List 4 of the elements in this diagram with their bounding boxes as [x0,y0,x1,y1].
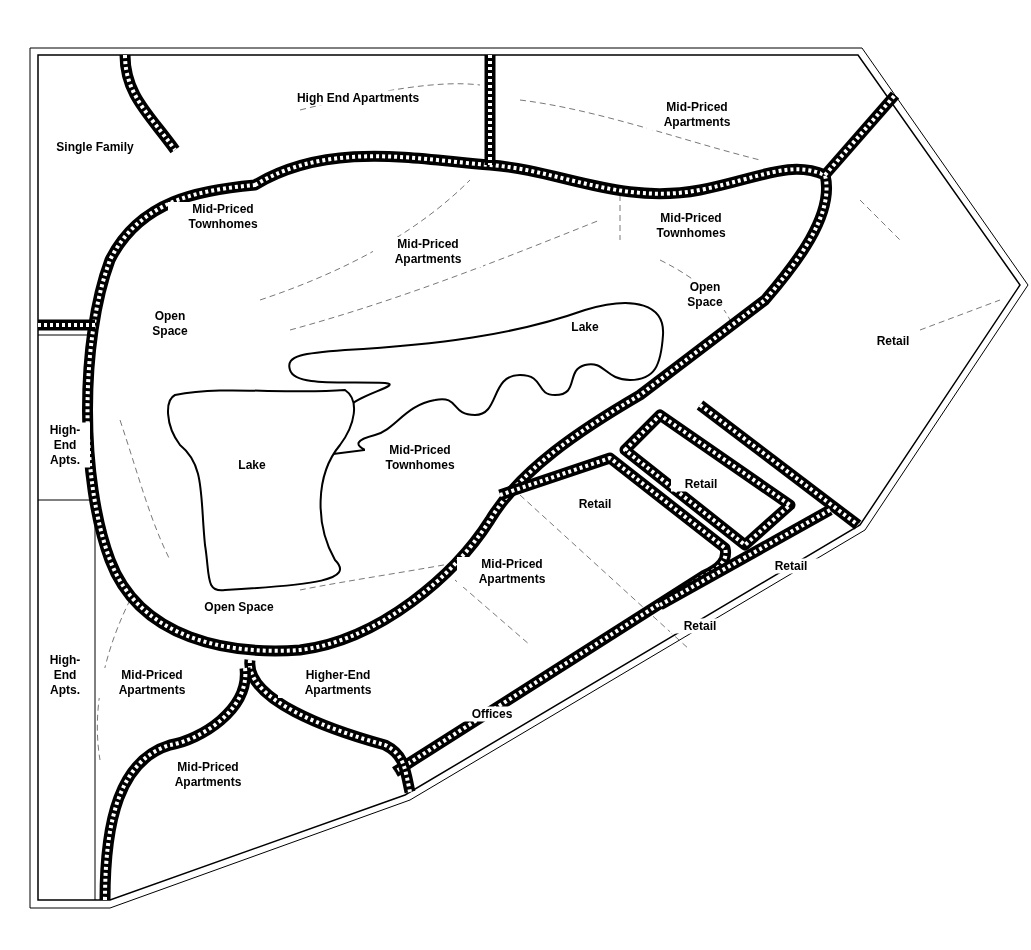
area-label: Mid-Priced Apartments [373,237,483,267]
area-label: Single Family [55,139,135,155]
lake-label: Lake [238,457,266,474]
lake-label: Lake [571,319,599,336]
